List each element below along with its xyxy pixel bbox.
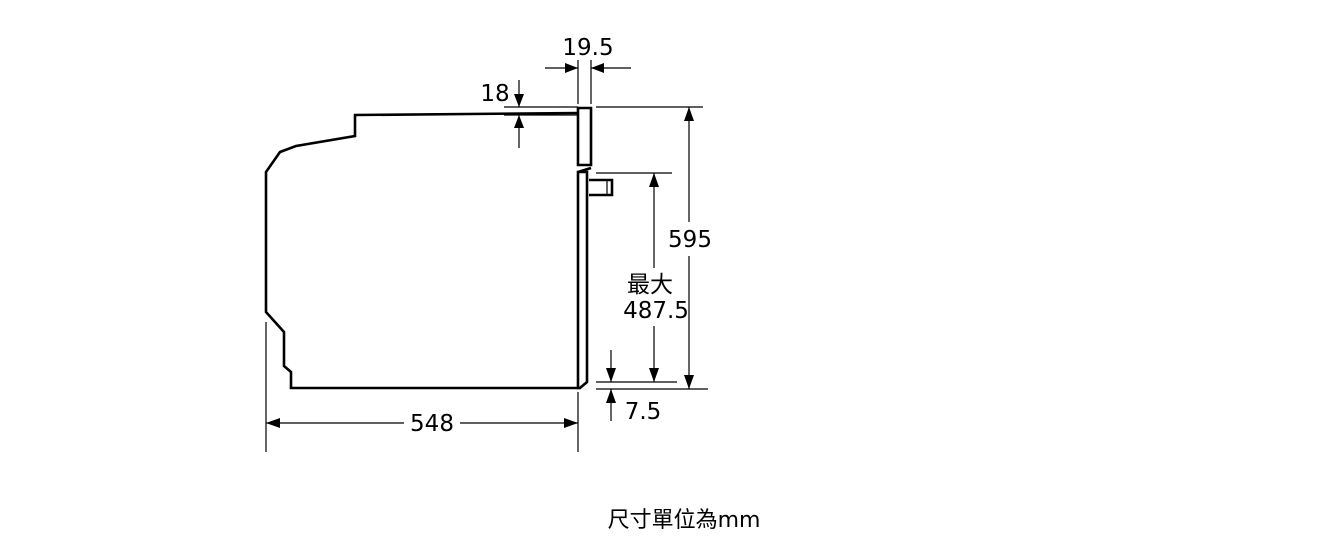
top-offset-label: 18 — [480, 81, 509, 107]
top-offset-arrow-up — [514, 115, 524, 128]
depth-arrow-right — [564, 418, 578, 428]
bottom-offset-label: 7.5 — [625, 399, 662, 425]
bottom-offset-arrow-down — [606, 368, 616, 382]
door-height-label: 487.5 — [623, 298, 689, 324]
door-arrow-top — [649, 173, 659, 187]
height-arrow-top — [684, 107, 694, 121]
height-arrow-bottom — [684, 375, 694, 389]
door-height-prefix-label: 最大 — [627, 272, 673, 298]
depth-label: 548 — [410, 411, 454, 437]
bottom-offset-arrow-up — [606, 389, 616, 403]
top-offset-arrow-down — [514, 94, 524, 107]
oven-body-outline — [264, 111, 580, 390]
depth-arrow-left — [266, 418, 280, 428]
door-top-edge — [577, 166, 592, 174]
oven-door — [576, 170, 589, 390]
door-handle — [589, 178, 614, 197]
front-panel-top — [576, 106, 593, 167]
panel-arrow-right — [591, 63, 604, 73]
panel-arrow-left — [565, 63, 578, 73]
panel-thickness-label: 19.5 — [562, 35, 613, 61]
height-label: 595 — [668, 227, 712, 253]
door-arrow-bottom — [649, 368, 659, 382]
units-caption: 尺寸單位為mm — [608, 508, 761, 533]
